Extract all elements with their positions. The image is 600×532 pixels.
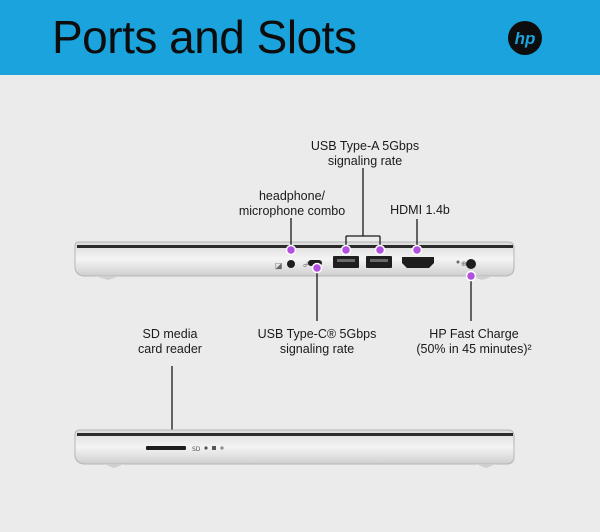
led-icon bbox=[220, 446, 224, 450]
svg-text:⊕: ⊕ bbox=[461, 260, 467, 268]
dot-headphone bbox=[285, 244, 297, 256]
label-sd-card-reader: SD media card reader bbox=[138, 327, 202, 356]
sd-mark: SD bbox=[192, 446, 201, 453]
header-banner: Ports and Slots hp bbox=[0, 0, 600, 75]
label-hdmi: HDMI 1.4b bbox=[390, 203, 450, 217]
svg-text:☍: ☍ bbox=[303, 261, 310, 269]
power-port-icon: ⊕ bbox=[456, 259, 476, 269]
hdmi-port-icon bbox=[402, 257, 434, 268]
dot-usb-a-2 bbox=[374, 244, 386, 256]
laptop-right-side bbox=[74, 241, 515, 280]
label-usb-type-c: USB Type-C® 5Gbps signaling rate bbox=[257, 327, 377, 356]
led-icon bbox=[204, 446, 208, 450]
label-fast-charge: HP Fast Charge (50% in 45 minutes)² bbox=[416, 327, 532, 356]
dot-hdmi bbox=[411, 244, 423, 256]
svg-text:◪: ◪ bbox=[275, 261, 283, 270]
headphone-jack-icon: ◪ bbox=[275, 260, 295, 270]
hp-logo-icon: hp bbox=[508, 21, 542, 55]
sd-card-slot-icon bbox=[146, 446, 186, 450]
page-title: Ports and Slots bbox=[52, 11, 357, 63]
dot-fast-charge bbox=[465, 270, 477, 282]
laptop-left-side bbox=[74, 429, 515, 468]
label-headphone-combo: headphone/ microphone combo bbox=[238, 189, 346, 218]
callout-lines bbox=[171, 168, 472, 432]
dot-usb-a-1 bbox=[340, 244, 352, 256]
led-icon bbox=[212, 446, 216, 450]
svg-text:hp: hp bbox=[515, 29, 536, 48]
dot-usb-c bbox=[311, 262, 323, 274]
label-usb-type-a: USB Type-A 5Gbps signaling rate bbox=[310, 139, 420, 168]
